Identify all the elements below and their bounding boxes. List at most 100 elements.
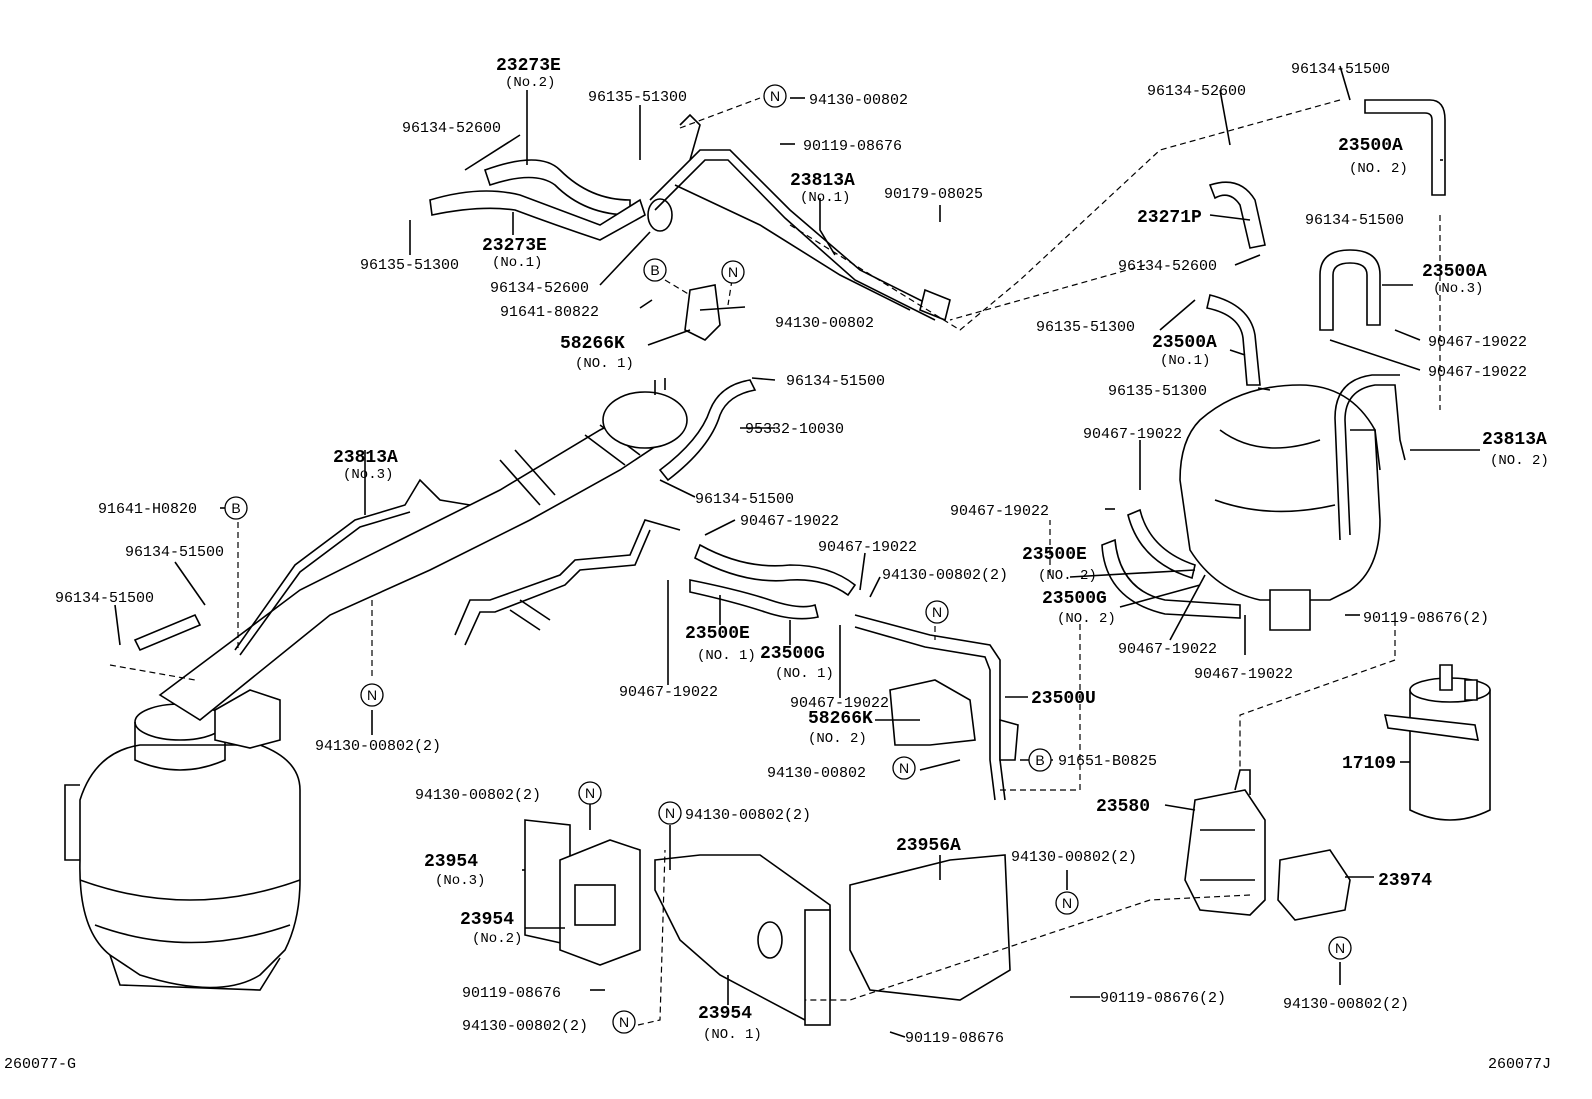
diagram-id-right: 260077J xyxy=(1488,1056,1551,1073)
part-code: 90467-19022 xyxy=(1428,334,1527,351)
marker-n: N xyxy=(658,801,682,825)
part-code: 23273E xyxy=(496,56,561,76)
hose-23273e-drawing xyxy=(429,113,701,241)
part-code: 94130-00802 xyxy=(767,765,866,782)
part-code: 23954 xyxy=(460,910,514,930)
pipe-23813a-no3-drawing xyxy=(234,478,471,651)
marker-n: N xyxy=(360,683,384,707)
marker-n: N xyxy=(721,260,745,284)
part-subtitle: (No.1) xyxy=(492,255,542,271)
part-subtitle: (NO. 2) xyxy=(1038,568,1097,584)
part-code: 23813A xyxy=(790,171,855,191)
part-code: 90467-19022 xyxy=(619,684,718,701)
part-code: 90119-08676(2) xyxy=(1363,610,1489,627)
part-code: 23580 xyxy=(1096,797,1150,817)
part-code: 91651-B0825 xyxy=(1058,753,1157,770)
part-code: 23500U xyxy=(1031,689,1096,709)
svg-text:B: B xyxy=(1035,752,1044,768)
part-code: 94130-00802 xyxy=(809,92,908,109)
part-subtitle: (No.2) xyxy=(472,931,522,947)
part-code: 96134-51500 xyxy=(1305,212,1404,229)
part-code: 95332-10030 xyxy=(745,421,844,438)
part-subtitle: (No.1) xyxy=(1160,353,1210,369)
bracket-58266k-no1-drawing xyxy=(684,284,721,341)
part-code: 96134-52600 xyxy=(402,120,501,137)
part-code: 96134-51500 xyxy=(786,373,885,390)
part-code: 90467-19022 xyxy=(1194,666,1293,683)
part-code: 96135-51300 xyxy=(1036,319,1135,336)
hoses-23500-no1-drawing xyxy=(454,519,857,646)
svg-text:N: N xyxy=(728,264,738,280)
part-code: 94130-00802(2) xyxy=(882,567,1008,584)
part-code: 94130-00802(2) xyxy=(1283,996,1409,1013)
part-code: 23813A xyxy=(333,448,398,468)
part-subtitle: (NO. 1) xyxy=(703,1027,762,1043)
bracket-58266k-no2-drawing xyxy=(889,679,976,746)
marker-n: N xyxy=(1055,891,1079,915)
part-code: 94130-00802(2) xyxy=(685,807,811,824)
part-subtitle: (NO. 2) xyxy=(1490,453,1549,469)
part-code: 23956A xyxy=(896,836,961,856)
svg-text:N: N xyxy=(585,785,595,801)
pump-body-drawing xyxy=(1179,384,1381,631)
svg-text:N: N xyxy=(932,604,942,620)
part-subtitle: (No.3) xyxy=(1433,281,1483,297)
marker-b: B xyxy=(643,258,667,282)
part-code: 23500A xyxy=(1152,333,1217,353)
part-code: 96134-51500 xyxy=(55,590,154,607)
part-subtitle: (No.3) xyxy=(435,873,485,889)
part-code: 90119-08676 xyxy=(905,1030,1004,1047)
part-code: 90467-19022 xyxy=(790,695,889,712)
marker-b: B xyxy=(224,496,248,520)
part-code: 23500A xyxy=(1338,136,1403,156)
hose-23500a-no2-drawing xyxy=(1364,99,1446,196)
svg-text:N: N xyxy=(899,760,909,776)
part-subtitle: (NO. 1) xyxy=(575,356,634,372)
part-code: 94130-00802(2) xyxy=(415,787,541,804)
svg-text:B: B xyxy=(231,500,240,516)
part-code: 23273E xyxy=(482,236,547,256)
fuel-filter-housing-drawing xyxy=(64,689,301,991)
hose-23271p-drawing xyxy=(1208,181,1266,249)
marker-n: N xyxy=(1328,936,1352,960)
pipe-23813a-no2-drawing xyxy=(1344,384,1406,536)
part-code: 58266K xyxy=(808,709,873,729)
part-code: 90179-08025 xyxy=(884,186,983,203)
part-code: 94130-00802(2) xyxy=(1011,849,1137,866)
markers: N B N B N N N B N N N N N xyxy=(224,84,1352,1034)
part-subtitle: (No.1) xyxy=(800,190,850,206)
hose-23500a-no3-drawing xyxy=(1319,249,1381,331)
part-code: 90467-19022 xyxy=(1118,641,1217,658)
marker-n: N xyxy=(612,1010,636,1034)
part-code: 23500E xyxy=(1022,545,1087,565)
part-code: 23500G xyxy=(760,644,825,664)
part-code: 90467-19022 xyxy=(950,503,1049,520)
part-subtitle: (NO. 2) xyxy=(1349,161,1408,177)
part-code: 23500E xyxy=(685,624,750,644)
brackets-23954-drawing xyxy=(524,819,831,1026)
part-code: 96135-51300 xyxy=(360,257,459,274)
part-code: 96134-52600 xyxy=(1147,83,1246,100)
svg-text:N: N xyxy=(665,805,675,821)
part-code: 23954 xyxy=(698,1004,752,1024)
plate-23956a-drawing xyxy=(849,854,1011,1001)
part-code: 90119-08676 xyxy=(803,138,902,155)
part-subtitle: (NO. 1) xyxy=(697,648,756,664)
part-code: 58266K xyxy=(560,334,625,354)
svg-text:N: N xyxy=(1062,895,1072,911)
part-code: 23813A xyxy=(1482,430,1547,450)
part-code: 96134-51500 xyxy=(695,491,794,508)
marker-n: N xyxy=(892,756,916,780)
vacuum-pump-23580-drawing xyxy=(1184,769,1266,916)
part-subtitle: (NO. 2) xyxy=(808,731,867,747)
part-code: 90119-08676(2) xyxy=(1100,990,1226,1007)
svg-text:B: B xyxy=(650,262,659,278)
fuel-pipe-drawing xyxy=(158,378,688,721)
svg-text:N: N xyxy=(367,687,377,703)
leader-lines xyxy=(109,65,1480,1038)
part-code: 90467-19022 xyxy=(1428,364,1527,381)
small-hose-left-drawing xyxy=(133,613,202,652)
marker-n: N xyxy=(763,84,787,108)
